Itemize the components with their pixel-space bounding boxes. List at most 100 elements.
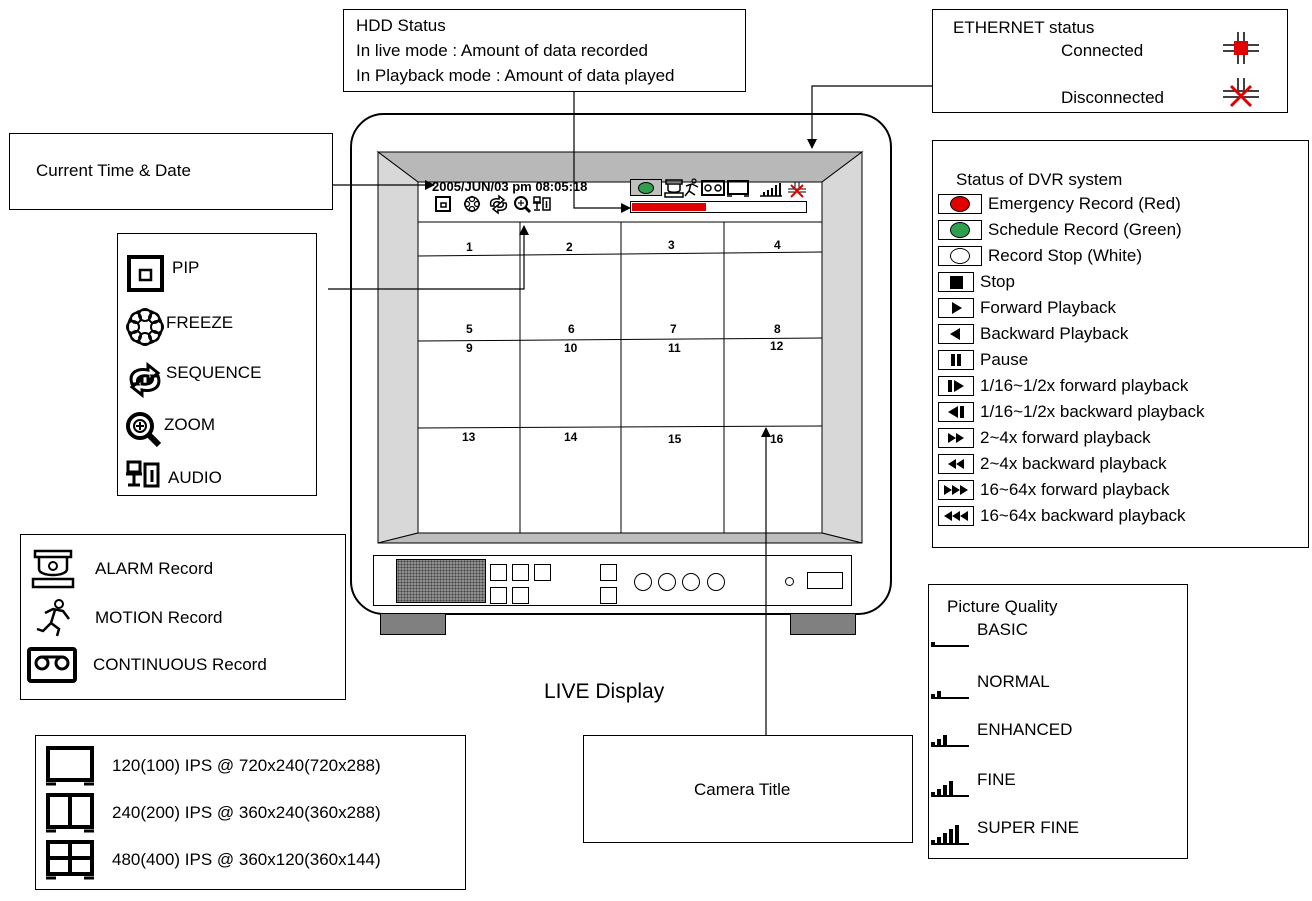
panel-button[interactable] xyxy=(534,564,551,581)
dvr-status-item: 1/16~1/2x backward playback xyxy=(938,402,1204,422)
current-time-label: Current Time & Date xyxy=(36,161,191,180)
camera-label: 10 xyxy=(564,341,578,355)
dvr-status-box xyxy=(932,140,1309,548)
dvr-status-label: 16~64x forward playback xyxy=(980,480,1170,499)
camera-label: 16 xyxy=(770,432,784,446)
fast-backward-icon xyxy=(938,454,974,474)
dvr-status-label: Emergency Record (Red) xyxy=(988,194,1181,213)
record-mode-label: MOTION Record xyxy=(95,608,223,627)
ethernet-disconnected-icon xyxy=(1223,78,1259,108)
panel-button[interactable] xyxy=(512,587,529,604)
panel-button[interactable] xyxy=(490,587,507,604)
dvr-status-item: 2~4x forward playback xyxy=(938,428,1151,448)
dvr-status-label: 1/16~1/2x backward playback xyxy=(980,402,1205,421)
dvr-status-label: Record Stop (White) xyxy=(988,246,1142,265)
quality-bars-icon xyxy=(931,771,969,797)
camera-label: 1 xyxy=(466,240,473,254)
ethernet-status-title: ETHERNET status xyxy=(953,18,1095,37)
alarm-camera-icon xyxy=(31,549,75,589)
quality-bars-icon xyxy=(931,621,969,647)
camera-label: 9 xyxy=(466,341,473,355)
ips-mode-dual: 240(200) IPS @ 360x240(360x288) xyxy=(44,793,381,833)
pause-icon xyxy=(938,350,974,370)
quality-label: FINE xyxy=(977,770,1016,789)
ethernet-status-box: ETHERNET status Connected Disconnected xyxy=(932,9,1288,113)
function-pip: PIP xyxy=(126,254,199,294)
record-modes-box: ALARM Record MOTION Record CONTINUOUS Re… xyxy=(20,534,346,700)
dvr-status-item: Backward Playback xyxy=(938,324,1128,344)
camera-label: 7 xyxy=(670,322,677,336)
panel-round-button[interactable] xyxy=(682,573,700,591)
current-time-box: Current Time & Date xyxy=(9,133,333,210)
ips-mode-single: 120(100) IPS @ 720x240(720x288) xyxy=(44,746,381,786)
slow-backward-icon xyxy=(938,402,974,422)
camera-title-label: Camera Title xyxy=(694,780,791,799)
quality-level: NORMAL xyxy=(931,672,1050,699)
quality-bars-icon xyxy=(931,673,969,699)
dvr-status-item: 2~4x backward playback xyxy=(938,454,1167,474)
single-screen-icon xyxy=(46,746,94,786)
display-slot xyxy=(807,572,843,589)
function-label: FREEZE xyxy=(166,313,234,332)
pip-icon xyxy=(127,255,164,292)
ips-mode-label: 240(200) IPS @ 360x240(360x288) xyxy=(112,803,381,822)
dvr-status-item: 16~64x backward playback xyxy=(938,506,1186,526)
dvr-status-item: Schedule Record (Green) xyxy=(938,220,1182,240)
dvr-status-label: 2~4x backward playback xyxy=(980,454,1167,473)
dvr-status-item: Forward Playback xyxy=(938,298,1116,318)
panel-button[interactable] xyxy=(512,564,529,581)
dvr-status-label: 2~4x forward playback xyxy=(980,428,1151,447)
panel-round-button[interactable] xyxy=(707,573,725,591)
ips-box: 120(100) IPS @ 720x240(720x288) 240(200)… xyxy=(35,735,466,890)
dvr-status-label: 1/16~1/2x forward playback xyxy=(980,376,1189,395)
camera-label: 5 xyxy=(466,322,473,336)
quality-label: ENHANCED xyxy=(977,720,1073,739)
function-label: ZOOM xyxy=(164,415,215,434)
dvr-status-label: 16~64x backward playback xyxy=(980,506,1186,525)
ips-mode-label: 120(100) IPS @ 720x240(720x288) xyxy=(112,756,381,775)
hdd-status-playback: In Playback mode : Amount of data played xyxy=(356,66,675,85)
quality-level: BASIC xyxy=(931,620,1029,647)
picture-quality-title: Picture Quality xyxy=(947,597,1058,616)
fastest-backward-icon xyxy=(938,506,974,526)
screen-function-icons xyxy=(435,194,551,215)
panel-button[interactable] xyxy=(600,564,617,581)
quad-screen-icon xyxy=(46,840,94,880)
dvr-status-item: 1/16~1/2x forward playback xyxy=(938,376,1188,396)
camera-label: 6 xyxy=(568,322,575,336)
panel-round-button[interactable] xyxy=(634,573,652,591)
function-label: AUDIO xyxy=(168,468,222,487)
quality-label: SUPER FINE xyxy=(977,818,1080,837)
panel-button[interactable] xyxy=(600,587,617,604)
dvr-status-item: Stop xyxy=(938,272,1015,292)
ethernet-connected-icon xyxy=(1223,32,1259,64)
screen-record-status xyxy=(630,179,662,196)
dvr-status-label: Pause xyxy=(980,350,1029,369)
quality-bars-icon xyxy=(931,721,969,747)
quality-level: SUPER FINE xyxy=(931,818,1080,845)
forward-play-icon xyxy=(938,298,974,318)
screen-datetime: 2005/JUN/03 pm 08:05:18 xyxy=(432,179,588,194)
sequence-icon xyxy=(129,361,161,399)
dvr-status-item: Emergency Record (Red) xyxy=(938,194,1181,214)
panel-button[interactable] xyxy=(490,564,507,581)
record-mode-label: CONTINUOUS Record xyxy=(93,655,267,674)
camera-label: 12 xyxy=(770,339,784,353)
record-mode-label: ALARM Record xyxy=(95,559,214,578)
hdd-status-live: In live mode : Amount of data recorded xyxy=(356,41,649,60)
monitor-foot-right xyxy=(790,613,856,635)
dvr-status-label: Backward Playback xyxy=(980,324,1129,343)
function-audio: AUDIO xyxy=(126,460,222,488)
green-circle-icon xyxy=(938,220,982,240)
panel-round-button[interactable] xyxy=(658,573,676,591)
picture-quality-box: Picture Quality BASIC NORMAL ENHANCED FI… xyxy=(928,584,1188,859)
quality-label: BASIC xyxy=(977,620,1029,639)
function-label: SEQUENCE xyxy=(166,363,262,382)
screen-mode-icons xyxy=(664,178,806,198)
audio-icon xyxy=(126,460,160,488)
function-label: PIP xyxy=(172,258,200,277)
monitor-foot-left xyxy=(380,613,446,635)
dvr-status-label: Schedule Record (Green) xyxy=(988,220,1182,239)
function-sequence: SEQUENCE xyxy=(124,360,261,400)
quality-level: ENHANCED xyxy=(931,720,1073,747)
